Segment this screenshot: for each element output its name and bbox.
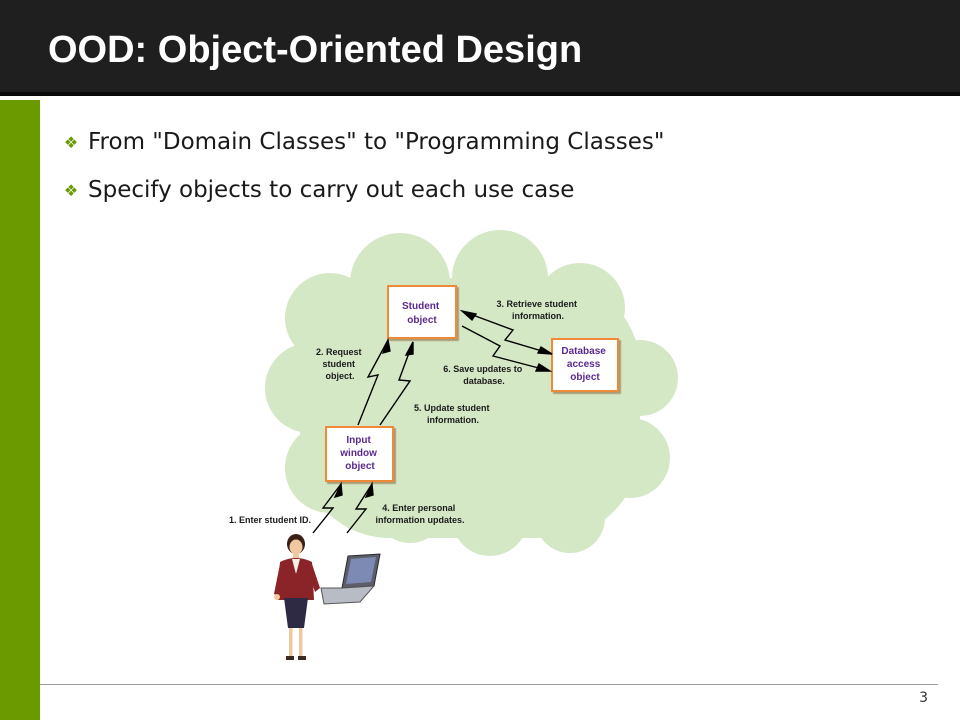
object-label: object <box>407 315 437 326</box>
svg-text:Database access ob: Database access object <box>561 346 608 383</box>
bullet-text: Specify objects to carry out each use ca… <box>88 177 575 203</box>
arrow-enter-updates <box>346 483 373 534</box>
bullet-item: ❖ From "Domain Classes" to "Programming … <box>60 118 665 166</box>
message-line: information. <box>427 415 479 425</box>
bullet-text: From "Domain Classes" to "Programming Cl… <box>88 129 665 155</box>
message-line: information updates. <box>375 515 464 525</box>
message-line: 3. Retrieve student <box>496 299 577 309</box>
student-object: Student object <box>387 285 457 339</box>
object-label: object <box>345 461 375 472</box>
arrow-request-student <box>357 339 389 426</box>
arrow-update-student <box>379 341 414 426</box>
message-line: object. <box>325 371 354 381</box>
message-line: 5. Update student <box>414 403 490 413</box>
message-line: 6. Save updates to <box>443 364 523 374</box>
object-label: Input <box>346 435 371 446</box>
title-bar: OOD: Object-Oriented Design <box>0 0 960 96</box>
object-label: Student <box>402 301 440 312</box>
use-case-diagram: Student object Database access object In… <box>229 230 678 660</box>
message-label: 1. Enter student ID. <box>229 515 311 525</box>
footer-divider <box>40 684 938 685</box>
object-label: window <box>339 448 377 459</box>
diamond-bullet-icon: ❖ <box>63 132 79 152</box>
page-number: 3 <box>919 690 928 706</box>
message-line: 1. Enter student ID. <box>229 515 311 525</box>
bullet-item: ❖ Specify objects to carry out each use … <box>60 166 665 214</box>
message-label: 4. Enter personal information updates. <box>375 503 464 525</box>
object-label: access <box>567 359 601 370</box>
message-label: 5. Update student information. <box>414 403 492 425</box>
message-line: 2. Request <box>316 347 362 357</box>
arrow-retrieve-info <box>461 310 553 355</box>
diamond-bullet-icon: ❖ <box>63 180 79 200</box>
cloud-shape <box>265 230 678 556</box>
bullet-list: ❖ From "Domain Classes" to "Programming … <box>60 118 665 214</box>
businesswoman-icon <box>274 534 320 660</box>
svg-text:Input window objec: Input window object <box>339 435 379 472</box>
message-line: 4. Enter personal <box>382 503 455 513</box>
message-line: student <box>322 359 355 369</box>
database-access-object: Database access object <box>551 338 619 392</box>
slide-title: OOD: Object-Oriented Design <box>48 29 583 71</box>
svg-text:Student object: Student object <box>402 301 442 326</box>
arrow-save-updates <box>461 325 551 372</box>
arrow-enter-id <box>312 483 342 534</box>
message-label: 2. Request student object. <box>316 347 364 381</box>
message-line: database. <box>463 376 505 386</box>
message-arrows <box>312 309 553 534</box>
message-label: 3. Retrieve student information. <box>496 299 579 321</box>
object-label: object <box>570 372 600 383</box>
object-label: Database <box>561 346 606 357</box>
laptop-icon <box>320 553 381 605</box>
input-window-object: Input window object <box>325 426 394 482</box>
message-label: 6. Save updates to database. <box>443 364 525 386</box>
message-line: information. <box>512 311 564 321</box>
side-accent-bar <box>0 100 40 720</box>
